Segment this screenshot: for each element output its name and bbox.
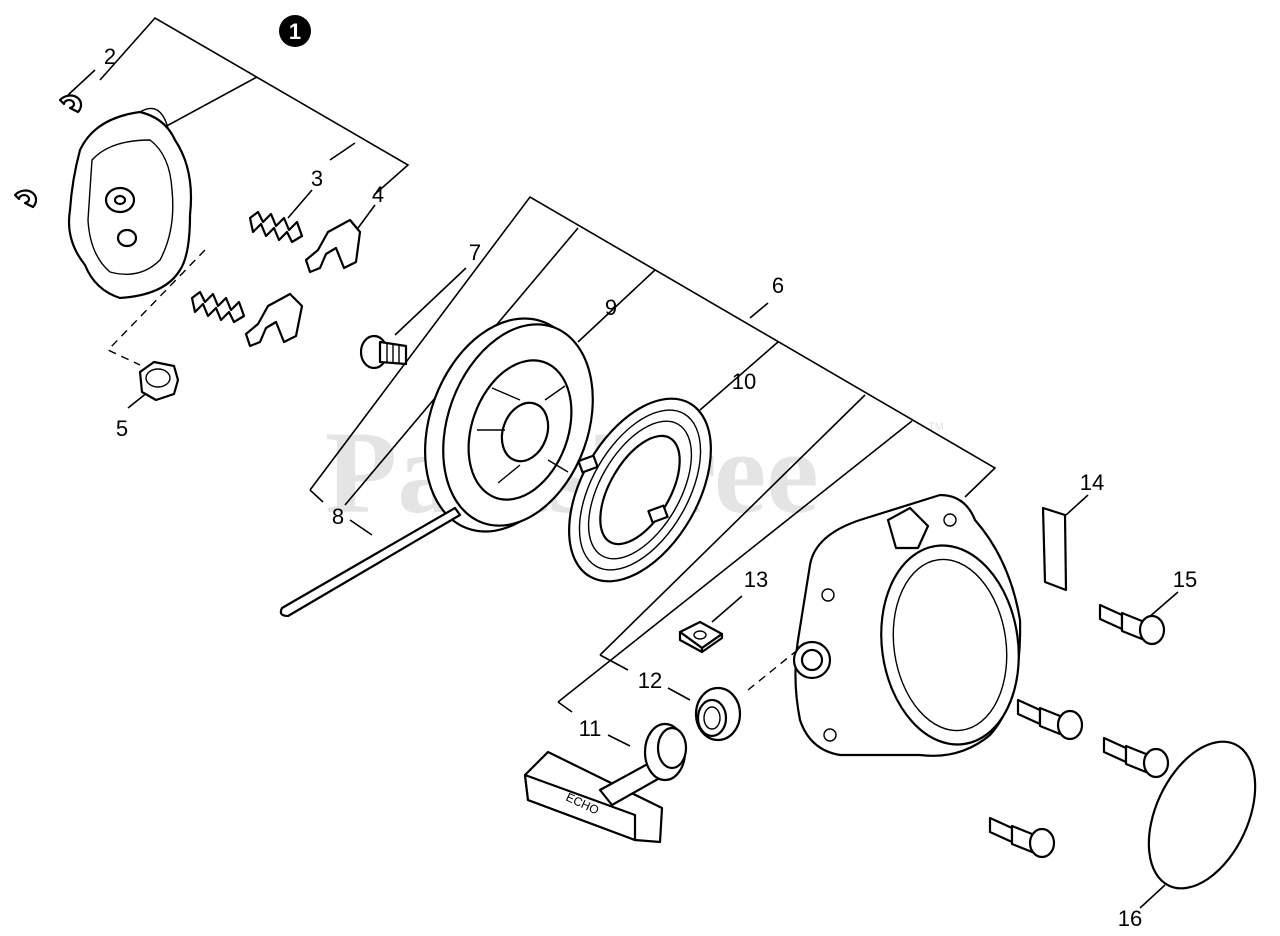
callout-2: 2: [104, 44, 116, 69]
callout-9: 9: [605, 295, 617, 320]
callout-1: 1: [279, 15, 311, 47]
callout-14: 14: [1080, 470, 1104, 495]
callout-16: 16: [1118, 906, 1142, 931]
callout-13: 13: [744, 567, 768, 592]
starter-handle-part: ECHO: [523, 722, 688, 844]
pulley-cover-part: [67, 107, 193, 300]
callout-8: 8: [332, 504, 344, 529]
callout-5: 5: [116, 416, 128, 441]
square-nut-part: [678, 620, 724, 654]
callout-6: 6: [772, 273, 784, 298]
screw-part: [359, 334, 408, 370]
callout-3: 3: [311, 166, 323, 191]
callout-7: 7: [469, 240, 481, 265]
watermark-trademark: TM: [928, 421, 944, 433]
callout-10: 10: [732, 369, 756, 394]
decal-part: [1041, 506, 1068, 592]
callout-12: 12: [638, 668, 662, 693]
leader-lines: [67, 16, 1179, 909]
callout-11: 11: [579, 716, 602, 741]
ratchet-spring-part: [190, 210, 304, 324]
callout-15: 15: [1173, 567, 1197, 592]
starter-rope-part: [279, 506, 462, 618]
pulley-reel-part: [424, 317, 594, 533]
plate-part: [1147, 740, 1257, 890]
bolt-part: [988, 603, 1170, 859]
recoil-spring-part: [568, 397, 712, 583]
callout-4: 4: [372, 182, 384, 207]
nut-part: [138, 360, 180, 402]
e-clip-part: [13, 94, 83, 209]
bushing-part: [694, 686, 742, 742]
svg-text:1: 1: [289, 19, 301, 44]
ratchet-pawl-part: [244, 218, 362, 348]
starter-case-part: [792, 493, 1022, 757]
